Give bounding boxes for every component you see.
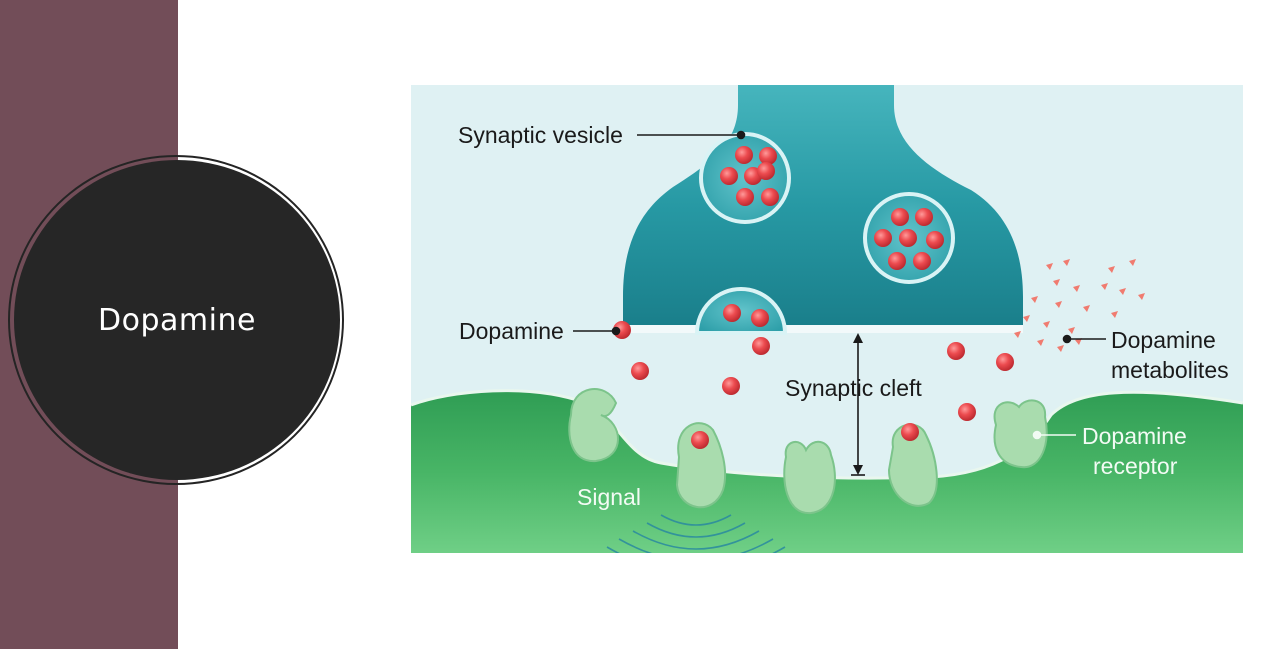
receptor-3 bbox=[784, 442, 835, 513]
synapse-diagram: Synaptic vesicle Dopamine Synaptic cleft… bbox=[411, 85, 1243, 553]
title-circle: Dopamine bbox=[14, 160, 340, 480]
receptor-1 bbox=[569, 389, 618, 461]
label-dopamine: Dopamine bbox=[459, 318, 564, 344]
label-receptor-line1: Dopamine bbox=[1082, 423, 1187, 449]
label-signal: Signal bbox=[577, 484, 641, 510]
label-synaptic-cleft: Synaptic cleft bbox=[785, 375, 922, 401]
label-metabolites-line1: Dopamine bbox=[1111, 327, 1216, 353]
label-synaptic-vesicle: Synaptic vesicle bbox=[458, 122, 623, 148]
slide-title: Dopamine bbox=[98, 303, 256, 338]
label-metabolites-line2: metabolites bbox=[1111, 357, 1229, 383]
label-receptor-line2: receptor bbox=[1093, 453, 1178, 479]
